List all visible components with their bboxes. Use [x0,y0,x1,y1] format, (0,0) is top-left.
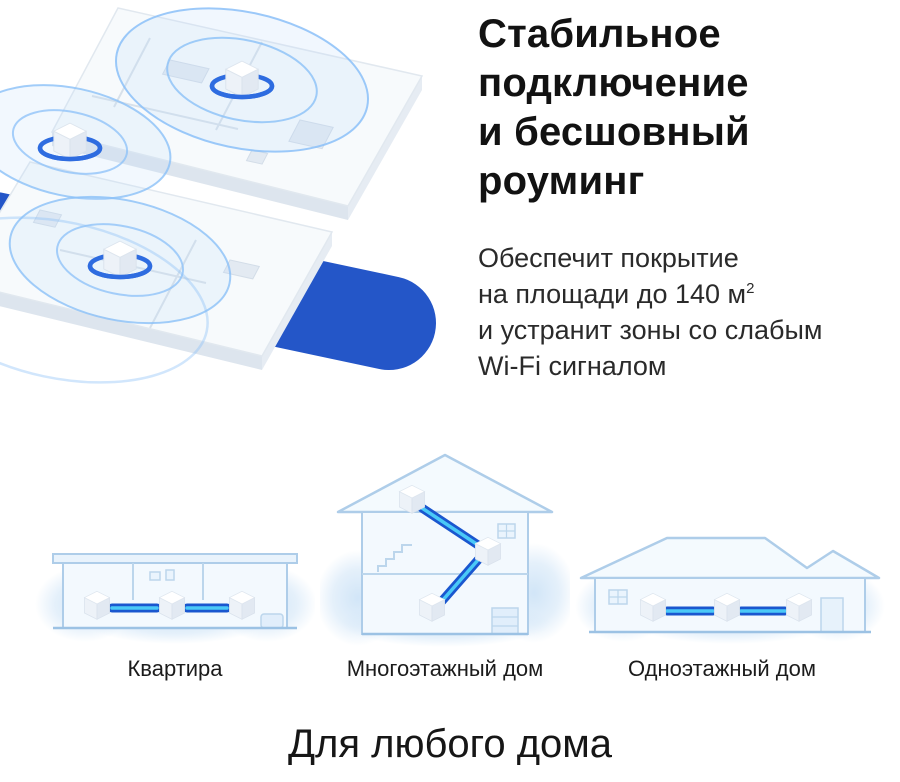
home-type-label-multi-story: Многоэтажный дом [346,656,544,681]
furniture [288,119,334,150]
mesh-node [640,592,666,622]
hero-heading: Стабильное подключение и бесшовный роуми… [478,10,896,206]
mesh-node [87,240,153,280]
multi-story-house [336,453,554,636]
hero-text: Стабильное подключение и бесшовный роуми… [478,10,896,384]
hero-description-line: на площади до 140 м2 [478,276,896,312]
mesh-node [209,60,275,100]
mesh-node [399,484,425,514]
mesh-node [419,592,445,622]
mesh-node [229,590,255,620]
mesh-node [475,536,501,566]
superscript-2: 2 [746,280,755,297]
sofa [260,613,284,629]
hero-heading-line: подключение [478,61,749,105]
hero-description-line: Обеспечит покрытие [478,243,739,273]
roof [579,536,881,580]
apartment-illustration [35,553,315,644]
hero-heading-line: и бесшовный [478,110,750,154]
mesh-node [786,592,812,622]
hero-description-line-text: на площади до 140 м [478,279,747,309]
home-type-label-apartment: Квартира [127,656,223,681]
roof [336,453,554,514]
furniture [161,59,210,84]
mesh-node [84,590,110,620]
mesh-links [417,503,483,606]
staircase [377,544,412,572]
section-title: Для любого дома [287,722,613,766]
furniture [32,209,63,228]
hero-description-line: и устранит зоны со слабым [478,315,823,345]
single-story-house-illustration [575,536,885,644]
dresser [491,607,519,635]
hero-heading-line: роуминг [478,159,645,203]
mesh-node [714,592,740,622]
hero-description-line: Wi-Fi сигналом [478,351,667,381]
furniture [222,259,261,280]
mesh-coverage-illustration [0,7,437,384]
floor-slab-lower [0,161,334,370]
multi-story-house-illustration [320,453,570,647]
home-type-label-single-story: Одноэтажный дом [628,656,816,681]
door [820,597,844,633]
hero-description: Обеспечит покрытие на площади до 140 м2 … [478,240,896,384]
wall-picture [149,571,161,581]
hero-heading-line: Стабильное [478,12,721,56]
mesh-node [37,122,103,162]
wall-picture [165,569,175,581]
mesh-node [159,590,185,620]
